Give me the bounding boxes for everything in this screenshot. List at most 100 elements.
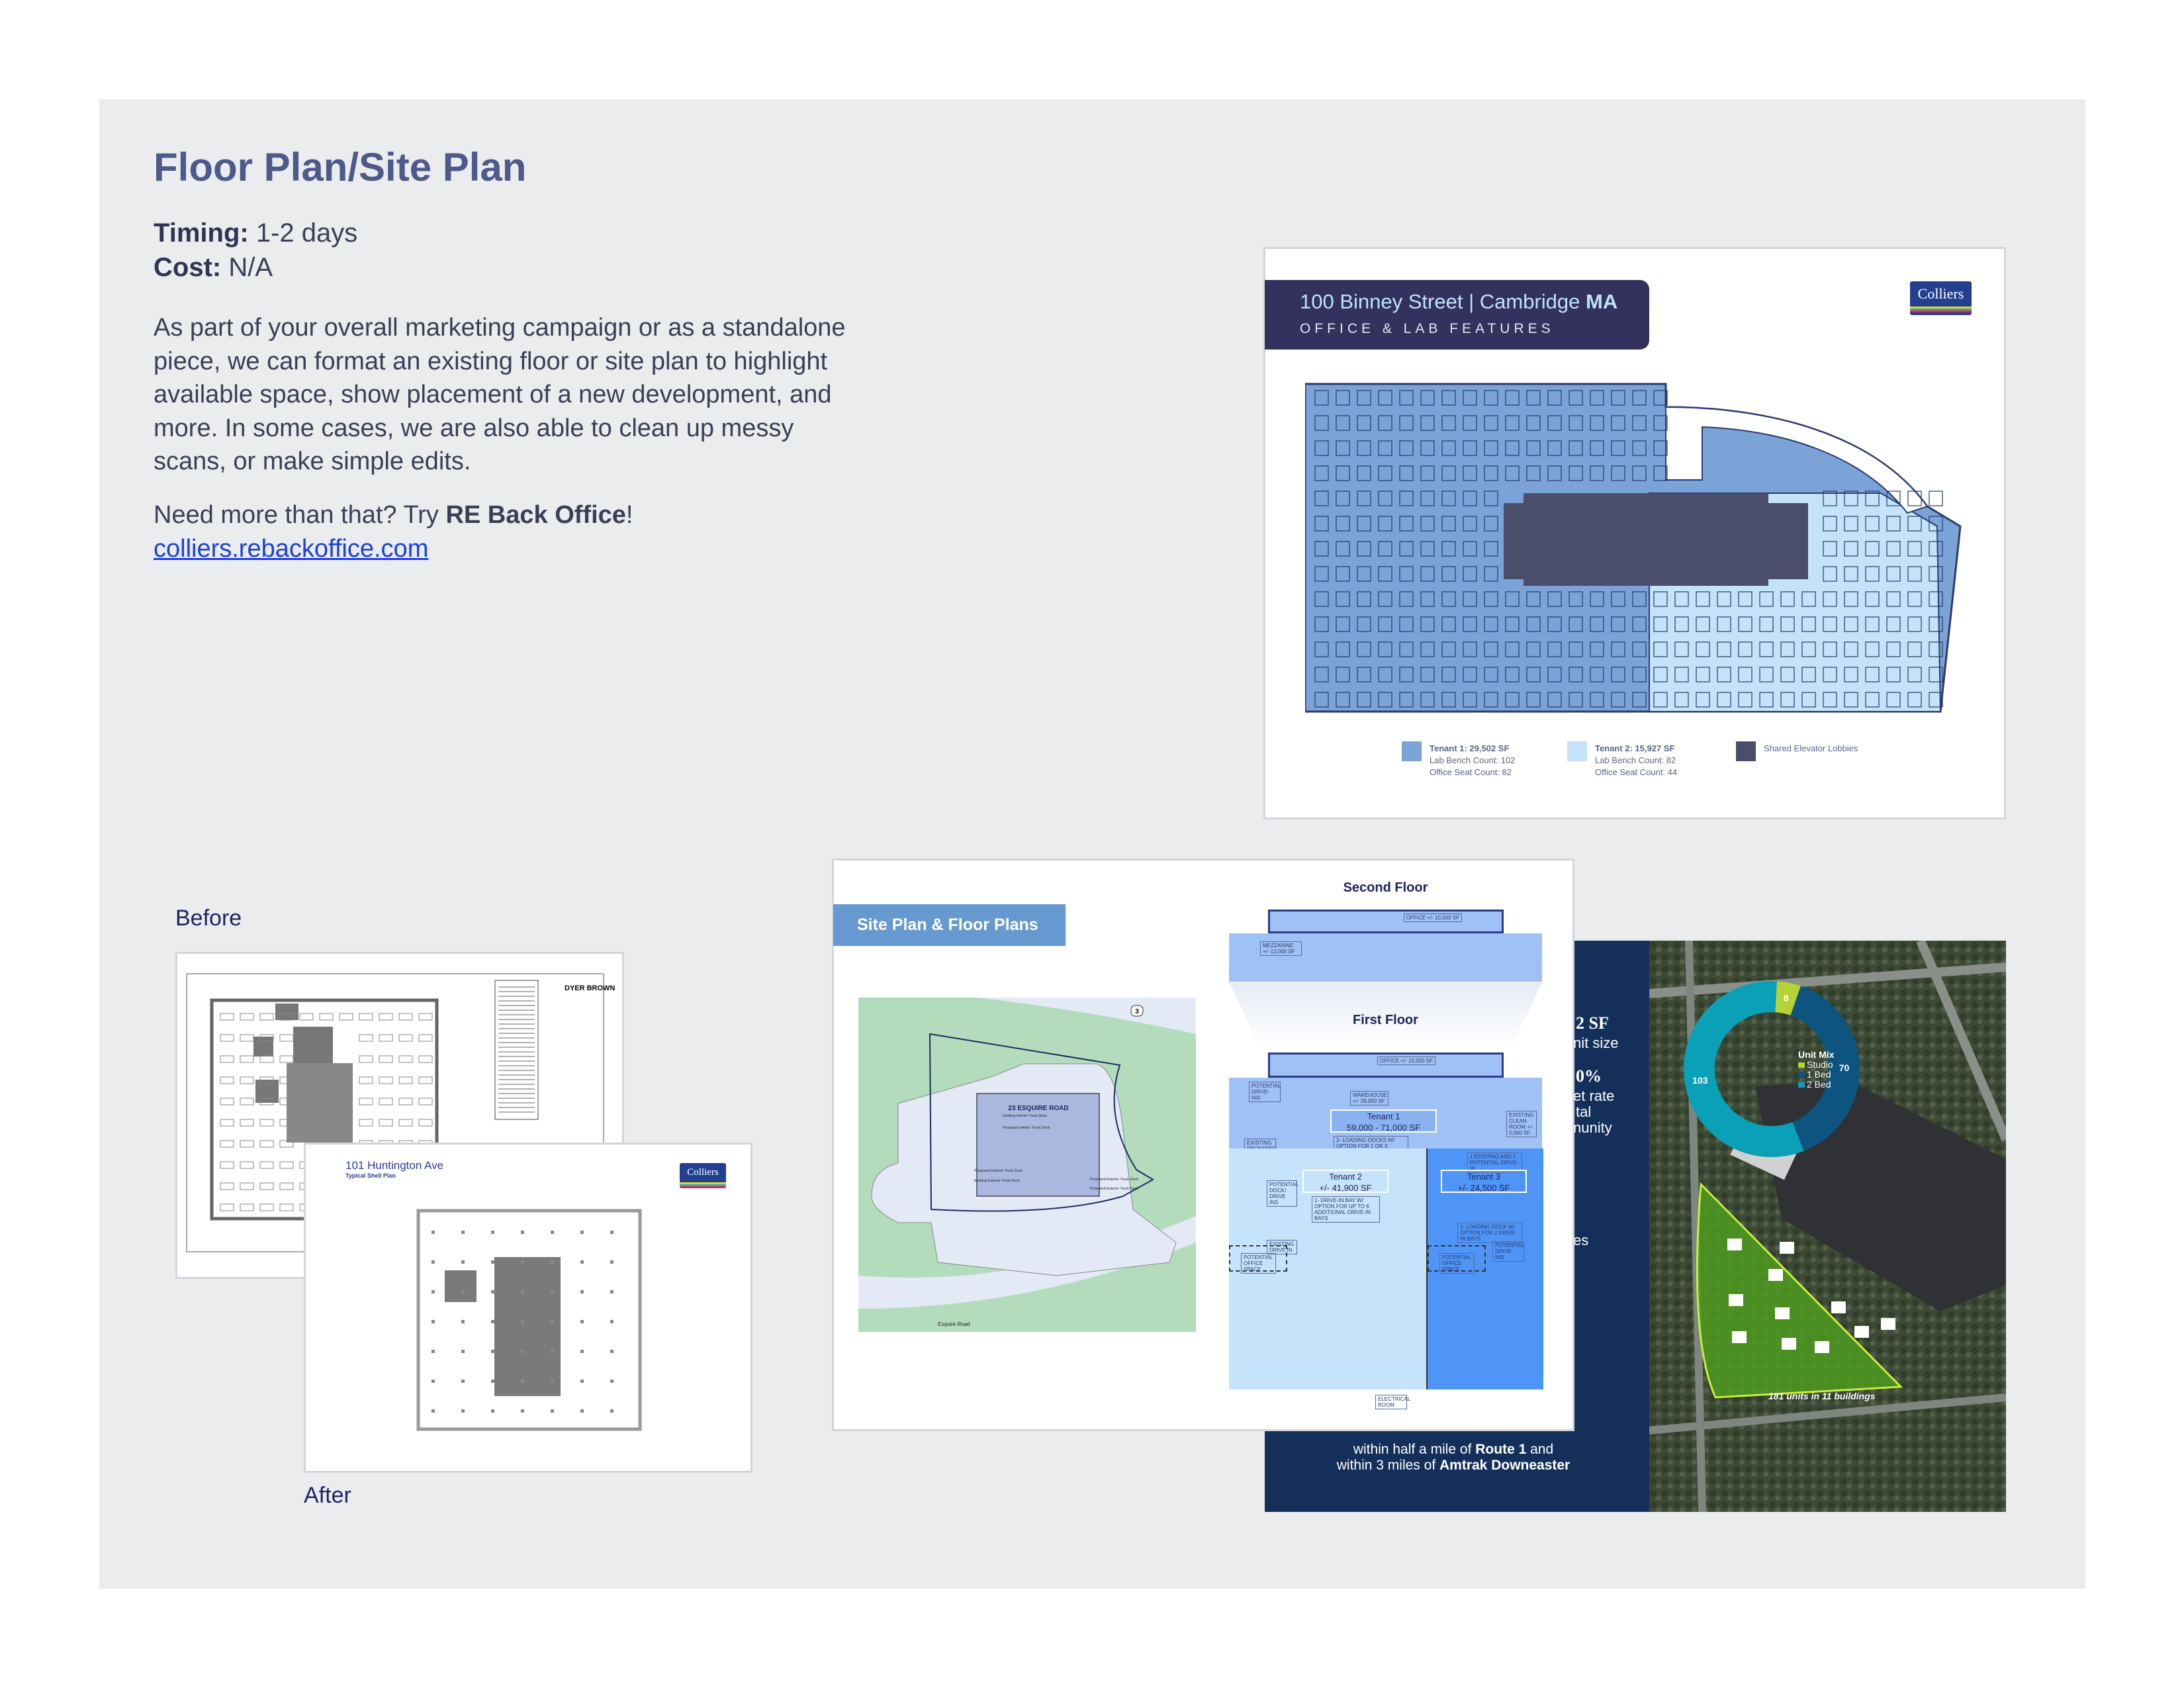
note: OFFICE +/- 10,000 SF [1377, 1056, 1435, 1065]
note: EXISTING CLEAN ROOM +/- 5,000 SF [1506, 1111, 1537, 1137]
legend-line: Lab Bench Count: 102 [1430, 755, 1516, 765]
note: 1- DRIVE-IN BAY W/ OPTION FOR UP TO 6 AD… [1312, 1196, 1380, 1223]
legend-title: Tenant 2: 15,927 SF [1595, 743, 1675, 753]
legend-swatch [1798, 1072, 1805, 1078]
after-title: 101 Huntington Ave [345, 1159, 444, 1172]
tenant2-box: Tenant 2+/- 41,900 SF [1302, 1170, 1388, 1193]
donut-value-label: 103 [1692, 1075, 1708, 1086]
legend-label: 1 Bed [1807, 1069, 1831, 1080]
shell-plan [416, 1209, 642, 1431]
building-marker [1729, 1294, 1743, 1306]
second-floor-label: Second Floor [1343, 880, 1428, 895]
stat-fragment: tal [1576, 1103, 1592, 1120]
text-bold: Route 1 [1475, 1442, 1527, 1457]
stat-fragment: 2 SF [1576, 1013, 1609, 1033]
building-marker [1732, 1331, 1747, 1343]
cta-suffix: ! [625, 501, 633, 529]
stat-fragment: 0% [1576, 1066, 1602, 1086]
building-footprint [976, 1093, 1100, 1197]
road-label: Esquire Road [938, 1321, 970, 1327]
mezzanine-area: MEZZANINE +/- 12,000 SF [1229, 933, 1542, 982]
note: POTENTIAL DRIVE-INS [1492, 1241, 1524, 1262]
note: 1 EXISTING AND 1 POTENTIAL DRIVE-IN [1467, 1152, 1522, 1173]
legend-title: Shared Elevator Lobbies [1764, 743, 1858, 753]
binney-subtitle: OFFICE & LAB FEATURES [1300, 321, 1555, 336]
note: 1- LOADING DOCK W/ OPTION FOR 2 DRIVE-IN… [1457, 1223, 1522, 1243]
stat-fragment: es [1573, 1232, 1589, 1248]
note: POTENTIAL DOCK/ DRIVE INS [1267, 1180, 1298, 1207]
building-marker [1815, 1341, 1829, 1353]
tenant2-area: Tenant 2+/- 41,900 SF 1- DRIVE-IN BAY W/… [1229, 1149, 1426, 1389]
legend-item: 1 Bed [1798, 1070, 1834, 1080]
dock-note: Existing Exterior Truck Dock [974, 1179, 1020, 1183]
building-marker [1881, 1318, 1895, 1330]
note: POTENTIAL OFFICE SPACE [1439, 1253, 1475, 1274]
potential-office-space: POTENTIAL OFFICE SPACE [1428, 1245, 1486, 1274]
donut-slice-studio [1775, 981, 1801, 1015]
courtyard [1665, 406, 1929, 514]
site-plan-banner: Site Plan & Floor Plans [833, 904, 1066, 946]
text: within half a mile of [1353, 1442, 1476, 1457]
tenant-size: +/- 41,900 SF [1319, 1183, 1372, 1193]
note: POTENTIAL DRIVE-INS [1249, 1082, 1281, 1102]
text: within 3 miles of [1336, 1458, 1439, 1473]
dock-note: Proposed Exterior Truck Dock [1090, 1187, 1138, 1191]
legend-line: Office Seat Count: 82 [1430, 767, 1512, 777]
cta-text: Need more than that? Try RE Back Office! [154, 501, 633, 530]
colliers-logo: Colliers [680, 1163, 726, 1188]
note: OFFICE +/- 10,000 SF [1403, 914, 1462, 922]
after-subtitle: Typical Shell Plan [345, 1172, 396, 1179]
elevator-lobby [1504, 493, 1808, 586]
legend-swatch [1402, 741, 1422, 761]
electrical-room-note: ELECTRICAL ROOM [1375, 1395, 1410, 1409]
logo-text: Colliers [1917, 285, 1964, 302]
after-label: After [304, 1483, 351, 1508]
note: MEZZANINE +/- 12,000 SF [1260, 941, 1302, 956]
binney-title: 100 Binney Street | Cambridge MA [1300, 290, 1617, 314]
rebackoffice-link[interactable]: colliers.rebackoffice.com [154, 535, 429, 563]
route-shield: 3 [1130, 1005, 1144, 1017]
building-marker [1854, 1326, 1869, 1338]
legend-swatch [1798, 1062, 1805, 1068]
page-title: Floor Plan/Site Plan [154, 145, 527, 189]
chart-title: Unit Mix [1798, 1049, 1835, 1060]
tenant3-area: 1 EXISTING AND 1 POTENTIAL DRIVE-IN Tena… [1426, 1149, 1543, 1389]
note: POTENTIAL OFFICE SPACE [1241, 1253, 1276, 1274]
building-marker [1782, 1338, 1796, 1350]
binney-banner [1265, 280, 1649, 350]
text: and [1526, 1442, 1554, 1457]
building-marker [1780, 1242, 1794, 1254]
cta-brand: RE Back Office [445, 501, 626, 529]
floor-connector [1229, 982, 1542, 1049]
tenant1-area: POTENTIAL DRIVE-INS WAREHOUSE +/- 39,000… [1229, 1078, 1542, 1159]
stat-fragment: nunity [1573, 1119, 1612, 1136]
tenant-name: Tenant 3 [1467, 1172, 1500, 1182]
tenant-size: 59,000 - 71,000 SF [1346, 1123, 1421, 1133]
architect-logo: DYER BROWN [565, 984, 615, 992]
legend-swatch [1567, 741, 1587, 761]
legend-swatch [1736, 741, 1756, 761]
building-marker [1727, 1239, 1742, 1250]
legend-item: Studio [1798, 1060, 1834, 1070]
legend-title: Tenant 1: 29,502 SF [1430, 743, 1510, 753]
street: 100 Binney Street [1300, 290, 1463, 313]
tenant3-box: Tenant 3+/- 24,500 SF [1441, 1170, 1527, 1193]
cost-value: N/A [228, 253, 273, 282]
location-text: within half a mile of Route 1 and within… [1265, 1442, 1642, 1474]
donut-value-label: 8 [1784, 993, 1789, 1004]
legend-line: Lab Bench Count: 82 [1595, 755, 1676, 765]
legend-line: Office Seat Count: 44 [1595, 767, 1678, 777]
site-boundary [1696, 1182, 1903, 1399]
potential-office-space: POTENTIAL OFFICE SPACE [1229, 1245, 1287, 1274]
note: EXISTING DRIVE IN [1267, 1240, 1297, 1254]
note: WAREHOUSE +/- 39,000 SF [1350, 1091, 1388, 1105]
dock-note: Proposed Exterior Truck Dock [974, 1169, 1023, 1173]
after-plan-card: 101 Huntington Ave Typical Shell Plan Co… [304, 1143, 752, 1473]
svg-text:3: 3 [1135, 1008, 1139, 1015]
dock-note: Proposed Interior Truck Dock [1003, 1126, 1050, 1130]
building-marker [1775, 1307, 1790, 1319]
second-floor-office: OFFICE +/- 10,000 SF [1268, 910, 1504, 933]
